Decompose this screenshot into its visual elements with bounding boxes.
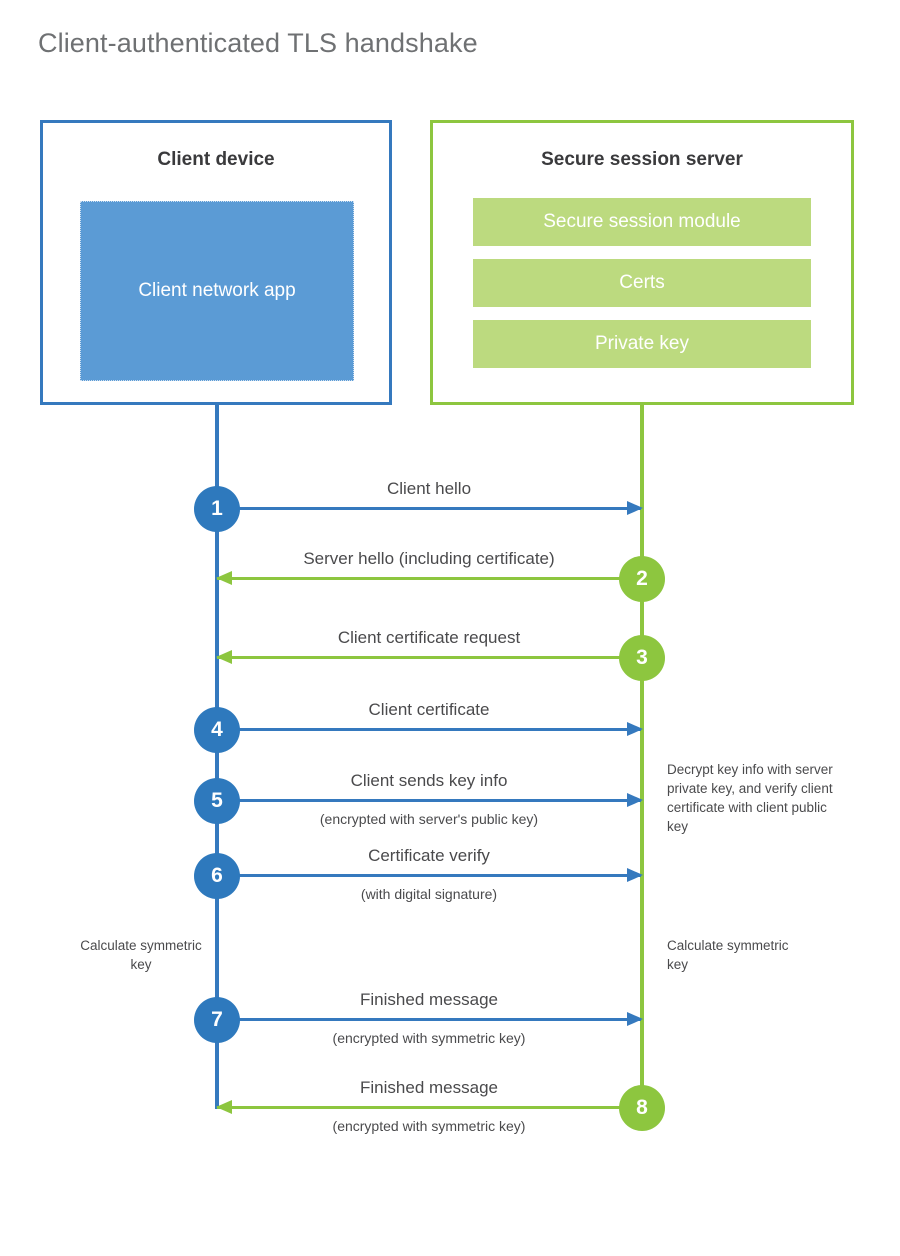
arrow-head-right-icon bbox=[627, 1012, 643, 1026]
arrow-head-right-icon bbox=[627, 793, 643, 807]
step-label: Finished message bbox=[360, 1078, 498, 1097]
step-label: Certificate verify bbox=[368, 846, 490, 865]
step-number-badge: 1 bbox=[194, 486, 240, 532]
secure-session-server-title: Secure session server bbox=[541, 149, 743, 170]
server-modules-list: Secure session module Certs Private key bbox=[473, 198, 811, 381]
arrow-shaft-server-to-client bbox=[217, 656, 641, 659]
client-network-app-label: Client network app bbox=[138, 279, 296, 301]
arrow-head-left-icon bbox=[216, 571, 232, 585]
arrow-head-right-icon bbox=[627, 501, 643, 515]
server-module-item: Private key bbox=[473, 320, 811, 368]
step-label: Client certificate bbox=[368, 700, 490, 719]
step-label: Client certificate request bbox=[337, 628, 521, 647]
server-module-item: Secure session module bbox=[473, 198, 811, 246]
arrow-shaft-client-to-server bbox=[217, 728, 641, 731]
step-number-badge: 7 bbox=[194, 997, 240, 1043]
step-number-badge: 5 bbox=[194, 778, 240, 824]
arrow-shaft-server-to-client bbox=[217, 577, 641, 580]
arrow-head-right-icon bbox=[627, 722, 643, 736]
page-title: Client-authenticated TLS handshake bbox=[38, 28, 478, 58]
step-label: Server hello (including certificate) bbox=[303, 549, 555, 568]
client-lifeline bbox=[215, 405, 219, 1109]
step-label: Client sends key info bbox=[350, 771, 508, 790]
step-sublabel: (encrypted with symmetric key) bbox=[332, 1118, 526, 1134]
client-calculate-symmetric-key-note: Calculate symmetric key bbox=[80, 938, 202, 973]
client-device-box: Client device Client network app bbox=[40, 120, 392, 405]
client-device-title: Client device bbox=[157, 149, 275, 170]
server-module-label: Certs bbox=[619, 272, 665, 293]
secure-session-server-box: Secure session server Secure session mod… bbox=[430, 120, 854, 405]
server-module-label: Private key bbox=[595, 333, 689, 354]
step-number-badge: 3 bbox=[619, 635, 665, 681]
arrow-shaft-client-to-server bbox=[217, 874, 641, 877]
client-network-app-box: Client network app bbox=[80, 201, 354, 381]
arrow-head-right-icon bbox=[627, 868, 643, 882]
step-number-badge: 2 bbox=[619, 556, 665, 602]
server-module-label: Secure session module bbox=[543, 211, 741, 232]
arrow-head-left-icon bbox=[216, 650, 232, 664]
step-label: Finished message bbox=[360, 990, 498, 1009]
arrow-shaft-client-to-server bbox=[217, 507, 641, 510]
arrow-head-left-icon bbox=[216, 1100, 232, 1114]
server-lifeline bbox=[640, 405, 644, 1105]
step-number-badge: 4 bbox=[194, 707, 240, 753]
step-sublabel: (encrypted with server's public key) bbox=[319, 811, 539, 827]
arrow-shaft-client-to-server bbox=[217, 1018, 641, 1021]
step-label: Client hello bbox=[386, 479, 472, 498]
step-number-badge: 8 bbox=[619, 1085, 665, 1131]
step-sublabel: (encrypted with symmetric key) bbox=[332, 1030, 526, 1046]
server-calculate-symmetric-key-note: Calculate symmetric key bbox=[667, 938, 789, 973]
arrow-shaft-client-to-server bbox=[217, 799, 641, 802]
step-number-badge: 6 bbox=[194, 853, 240, 899]
arrow-shaft-server-to-client bbox=[217, 1106, 641, 1109]
server-module-item: Certs bbox=[473, 259, 811, 307]
server-decrypt-note: Decrypt key info with server private key… bbox=[667, 762, 833, 835]
step-sublabel: (with digital signature) bbox=[360, 886, 498, 902]
